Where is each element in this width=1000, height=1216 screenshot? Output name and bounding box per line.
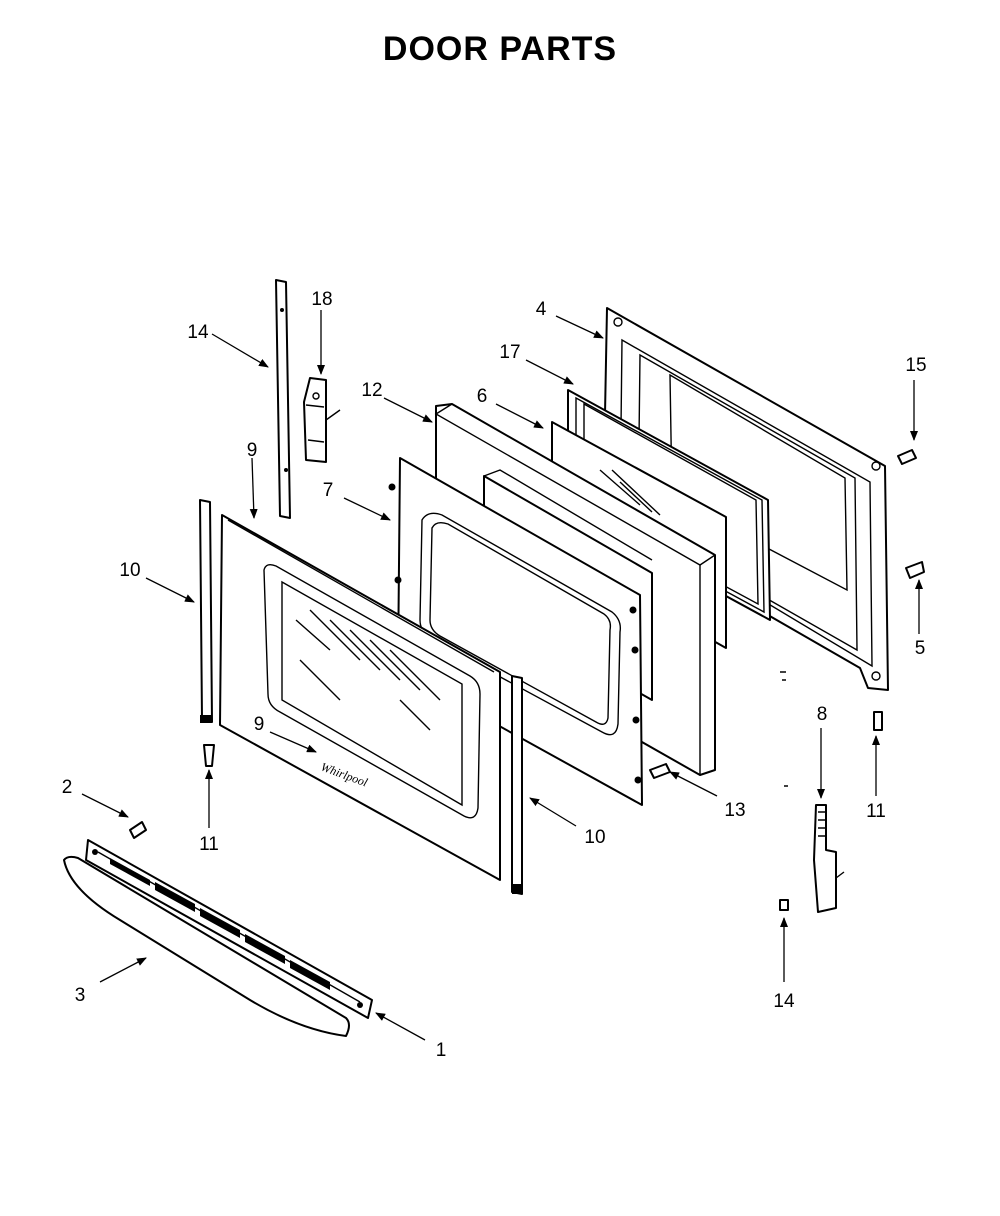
callout-11-right: 11 [866, 801, 886, 822]
callout-5: 5 [915, 638, 926, 659]
callout-13: 13 [724, 800, 745, 821]
part-10-left-trim[interactable] [199, 499, 213, 723]
callout-9-top: 9 [247, 440, 258, 461]
callout-17: 17 [499, 342, 520, 363]
callout-11-left: 11 [199, 834, 219, 855]
part-9-outer-door-panel[interactable]: Whirlpool [219, 514, 501, 881]
callout-12: 12 [361, 380, 382, 401]
callout-9-bottom: 9 [254, 714, 265, 735]
leader-lines [81, 310, 923, 1041]
part-5-screw[interactable] [905, 561, 925, 579]
callout-15: 15 [905, 355, 926, 376]
callout-14-bottom: 14 [773, 991, 795, 1012]
part-11-screw-left[interactable] [203, 744, 215, 767]
callout-14-top: 14 [187, 322, 209, 343]
part-2-screw[interactable] [129, 821, 147, 839]
callout-1: 1 [436, 1040, 447, 1061]
part-3-door-handle[interactable] [63, 855, 350, 1037]
page-title: DOOR PARTS [382, 30, 618, 68]
callout-8: 8 [817, 704, 828, 725]
callout-3: 3 [75, 985, 86, 1006]
part-8-hinge[interactable] [813, 804, 845, 913]
part-14-hinge-bar[interactable] [275, 279, 291, 519]
part-13-screw[interactable] [649, 763, 671, 779]
part-10-right-trim[interactable] [511, 675, 523, 895]
part-15-screw[interactable] [897, 449, 917, 465]
callout-7: 7 [323, 480, 334, 501]
part-7-inner-door[interactable] [388, 457, 643, 806]
part-1-vent-trim[interactable] [85, 839, 373, 1019]
part-18-hinge-receiver[interactable] [303, 377, 341, 463]
callout-2: 2 [62, 777, 73, 798]
callouts: 4 17 6 12 7 14 18 9 10 9 15 5 2 11 3 1 1… [62, 289, 927, 1061]
part-11-screw-right[interactable] [873, 711, 883, 731]
callout-18: 18 [311, 289, 332, 310]
part-14-screw-right[interactable] [779, 671, 789, 911]
callout-10-right: 10 [584, 827, 605, 848]
callout-10-left: 10 [119, 560, 140, 581]
callout-4: 4 [536, 299, 547, 320]
callout-6: 6 [477, 386, 488, 407]
